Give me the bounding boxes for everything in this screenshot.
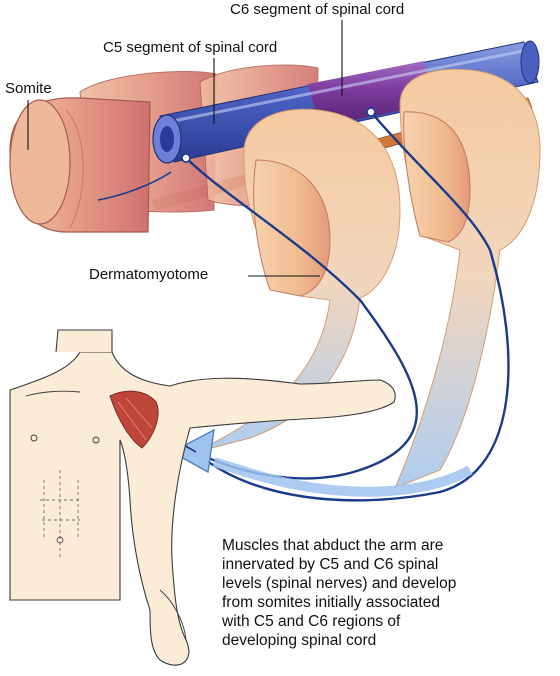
label-dermatomyotome: Dermatomyotome <box>89 266 209 283</box>
c6-segment <box>308 61 437 127</box>
caption-line: innervated by C5 and C6 spinal <box>222 556 439 573</box>
caption-line: with C5 and C6 regions of <box>222 613 401 630</box>
caption-line: from somites initially associated <box>222 594 440 611</box>
caption: Muscles that abduct the arm are innervat… <box>222 536 552 650</box>
dermatomyotome <box>195 108 401 453</box>
caption-line: developing spinal cord <box>222 632 377 649</box>
human-figure <box>9 329 396 666</box>
deltoid-muscle <box>109 390 159 449</box>
label-leaders <box>27 20 343 277</box>
label-c6-segment: C6 segment of spinal cord <box>230 1 405 18</box>
label-somite: Somite <box>5 80 52 97</box>
somite <box>9 97 151 233</box>
caption-line: levels (spinal nerves) and develop <box>222 575 457 592</box>
nipple-left <box>30 434 38 442</box>
label-c5-segment: C5 segment of spinal cord <box>103 39 278 56</box>
nipple-right <box>92 436 100 444</box>
dermatomyotome-c6 <box>394 68 541 489</box>
caption-line: Muscles that abduct the arm are <box>222 537 444 554</box>
